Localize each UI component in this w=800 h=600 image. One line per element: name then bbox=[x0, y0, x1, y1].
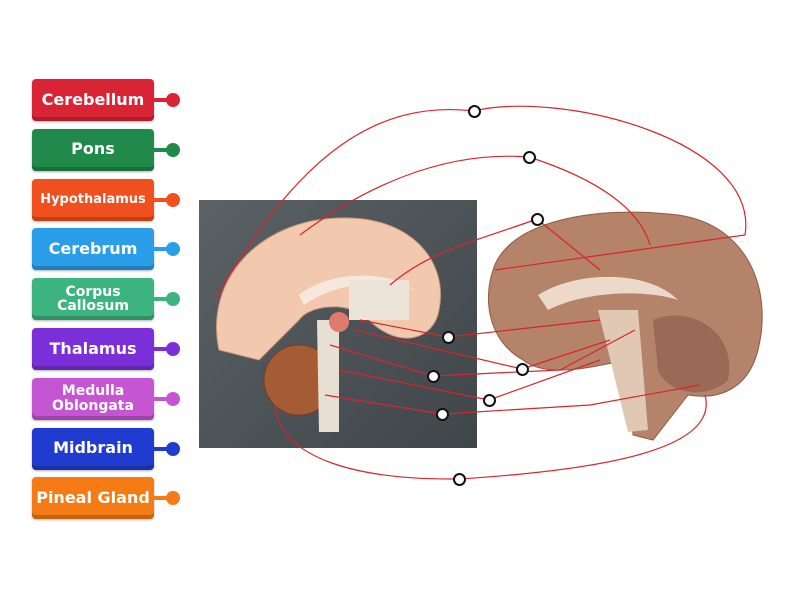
brain-specimen-image bbox=[478, 200, 778, 445]
label-hypothalamus[interactable]: Hypothalamus bbox=[32, 178, 154, 221]
label-connector bbox=[154, 147, 168, 152]
label-corpus-callosum[interactable]: Corpus Callosum bbox=[32, 278, 154, 321]
label-handle[interactable] bbox=[166, 391, 180, 406]
drop-target[interactable] bbox=[468, 105, 481, 118]
label-handle[interactable] bbox=[166, 491, 180, 506]
label-connector bbox=[154, 247, 168, 252]
label-text: Corpus Callosum bbox=[57, 283, 129, 315]
label-connector bbox=[154, 496, 168, 501]
label-cerebrum[interactable]: Cerebrum bbox=[32, 228, 154, 271]
label-connector bbox=[154, 297, 168, 302]
label-connector bbox=[154, 446, 168, 451]
label-connector bbox=[154, 347, 168, 351]
drop-target[interactable] bbox=[516, 363, 529, 376]
label-handle[interactable] bbox=[166, 441, 180, 456]
label-thalamus[interactable]: Thalamus bbox=[32, 328, 154, 370]
label-midbrain[interactable]: Midbrain bbox=[32, 427, 154, 470]
label-handle[interactable] bbox=[166, 93, 180, 107]
label-connector bbox=[154, 98, 168, 102]
label-pineal-gland[interactable]: Pineal Gland bbox=[32, 477, 154, 520]
drop-target[interactable] bbox=[442, 331, 455, 344]
label-handle[interactable] bbox=[166, 242, 180, 257]
label-handle[interactable] bbox=[166, 192, 180, 207]
label-text: Pons bbox=[71, 139, 115, 159]
label-handle[interactable] bbox=[166, 142, 180, 157]
drop-target[interactable] bbox=[436, 408, 449, 421]
label-connector bbox=[154, 396, 168, 401]
label-text: Pineal Gland bbox=[36, 487, 150, 507]
label-text: Thalamus bbox=[49, 338, 137, 358]
label-text: Hypothalamus bbox=[40, 191, 146, 207]
label-pons[interactable]: Pons bbox=[32, 128, 154, 171]
drop-target[interactable] bbox=[427, 370, 440, 383]
drop-target[interactable] bbox=[531, 213, 544, 226]
brain-model-image bbox=[199, 200, 477, 448]
drop-target[interactable] bbox=[453, 473, 466, 486]
drop-target[interactable] bbox=[483, 394, 496, 407]
label-text: Midbrain bbox=[53, 438, 133, 458]
drop-target[interactable] bbox=[523, 151, 536, 164]
label-text: Cerebrum bbox=[48, 238, 138, 258]
label-text: Medulla Oblongata bbox=[52, 383, 134, 414]
label-connector bbox=[154, 197, 168, 202]
label-cerebellum[interactable]: Cerebellum bbox=[32, 79, 154, 121]
label-medulla-oblongata[interactable]: Medulla Oblongata bbox=[32, 377, 154, 420]
label-handle[interactable] bbox=[166, 342, 180, 356]
label-handle[interactable] bbox=[166, 292, 180, 307]
label-text: Cerebellum bbox=[41, 89, 145, 109]
